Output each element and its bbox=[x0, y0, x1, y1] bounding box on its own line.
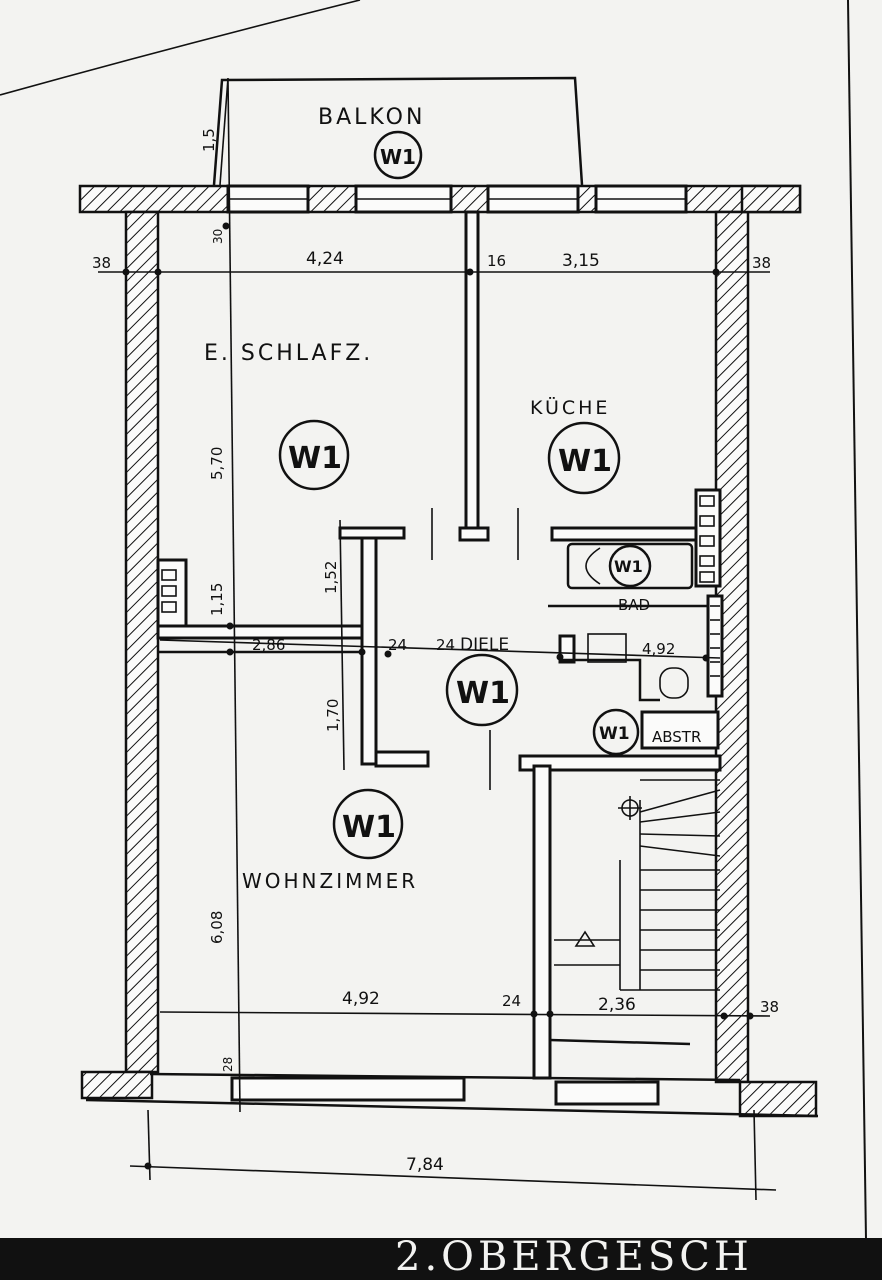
room-label-kueche: KÜCHE bbox=[530, 396, 610, 419]
dim-flur-115: 1,15 bbox=[208, 583, 226, 616]
bottom-wall bbox=[85, 1072, 819, 1118]
balcony bbox=[212, 76, 584, 186]
dim-wall-30: 30 bbox=[211, 229, 225, 244]
staircase bbox=[554, 779, 721, 991]
dim-schlafz-height: 5,70 bbox=[208, 447, 226, 480]
room-label-balkon: BALKON bbox=[318, 105, 425, 130]
dim-wz-height: 6,08 bbox=[208, 911, 226, 944]
right-wall bbox=[714, 184, 818, 1118]
w1-label-kueche: W1 bbox=[558, 444, 612, 479]
dim-bottom-24: 24 bbox=[502, 992, 521, 1010]
floor-title: 2.OBERGESCH bbox=[395, 1234, 753, 1280]
dim-top-left: 4,24 bbox=[306, 249, 344, 269]
dim-24a: 24 bbox=[388, 636, 407, 654]
dim-total: 7,84 bbox=[406, 1155, 444, 1175]
room-label-bad: BAD bbox=[618, 596, 650, 614]
door-markers bbox=[431, 508, 519, 790]
page-edge-right bbox=[847, 0, 867, 1241]
w1-label-balkon: W1 bbox=[380, 145, 416, 169]
room-label-schlafz: E. SCHLAFZ. bbox=[204, 341, 373, 366]
dim-balkon-depth: 1,5 bbox=[200, 128, 218, 152]
page-curve bbox=[0, 0, 361, 96]
dim-top-right: 3,15 bbox=[562, 251, 600, 271]
w1-markers bbox=[278, 130, 652, 860]
room-label-abstr: ABSTR bbox=[652, 728, 701, 746]
dim-wall-right: 38 bbox=[752, 254, 771, 272]
bottom-dark-band bbox=[0, 1238, 882, 1280]
dim-286: 2,86 bbox=[252, 636, 285, 654]
dim-top-mid: 16 bbox=[487, 252, 506, 270]
dim-wall-left: 38 bbox=[92, 254, 111, 272]
w1-label-diele: W1 bbox=[456, 676, 510, 711]
top-wall bbox=[78, 184, 802, 214]
dimension-lines bbox=[98, 79, 777, 1201]
dim-bottom-38: 38 bbox=[760, 998, 779, 1016]
dim-bottom-28: 28 bbox=[221, 1057, 235, 1072]
dim-492-diele: 4,92 bbox=[642, 640, 675, 658]
w1-label-schlafz: W1 bbox=[288, 441, 342, 476]
dim-bottom-492: 4,92 bbox=[342, 989, 380, 1009]
dim-wz-170: 1,70 bbox=[324, 699, 342, 732]
room-label-wohnzimmer: WOHNZIMMER bbox=[242, 869, 418, 893]
w1-label-abstr: W1 bbox=[599, 724, 630, 744]
room-label-diele: DIELE bbox=[460, 635, 509, 655]
w1-label-wohnzimmer: W1 bbox=[342, 810, 396, 845]
left-wall bbox=[80, 210, 160, 1100]
dim-24b: 24 bbox=[436, 636, 455, 654]
w1-label-bad: W1 bbox=[614, 557, 643, 576]
dim-bottom-236: 2,36 bbox=[598, 995, 636, 1015]
dim-flur-152: 1,52 bbox=[322, 561, 340, 594]
